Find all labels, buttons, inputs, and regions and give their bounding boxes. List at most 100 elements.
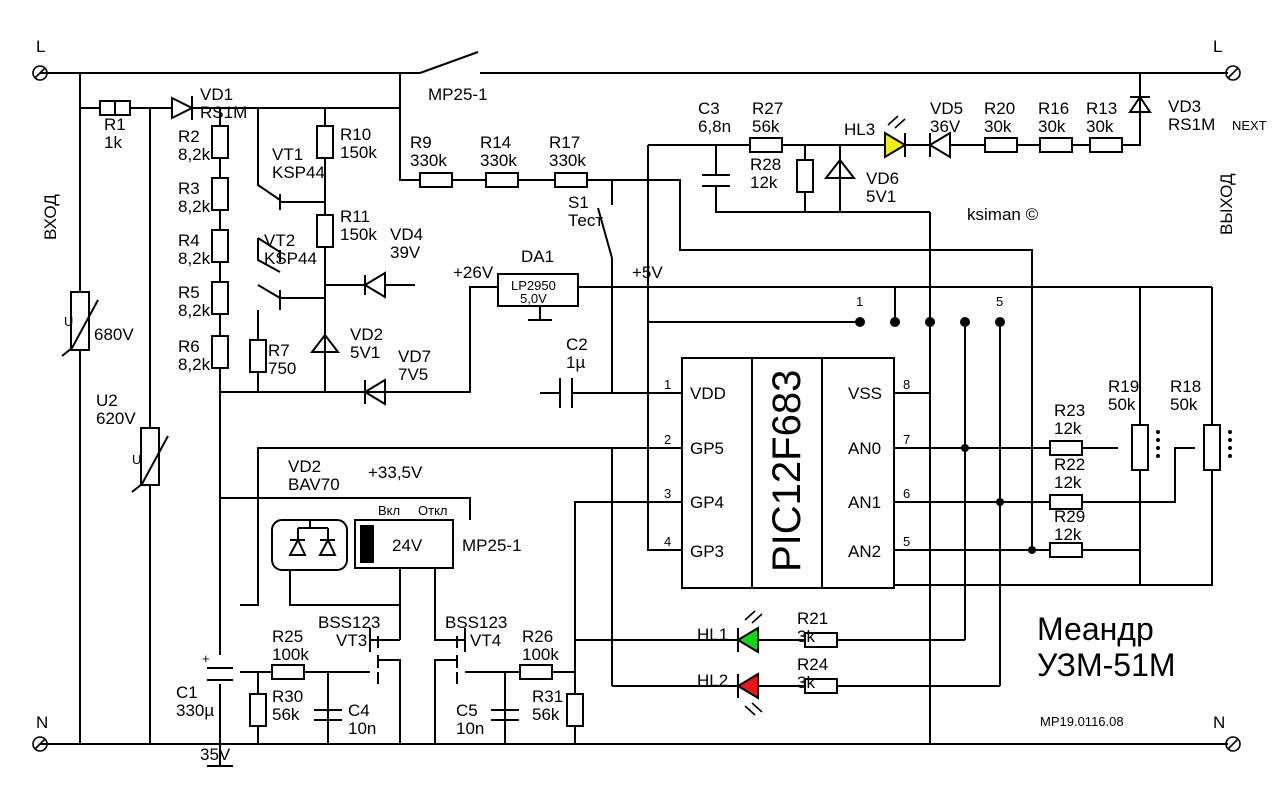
pin-num: 3 bbox=[664, 486, 671, 501]
ic-name: PIC12F683 bbox=[765, 370, 809, 572]
jumper-row[interactable] bbox=[648, 287, 1005, 686]
jumper-1: 1 bbox=[856, 294, 863, 309]
hl3-chain bbox=[647, 73, 1152, 744]
pin-num: 6 bbox=[903, 486, 910, 501]
terminal-l-out: L bbox=[1213, 37, 1222, 56]
label-u1: 680V bbox=[94, 325, 134, 344]
c1-voltage: 35V bbox=[200, 745, 231, 764]
pin-name: GP5 bbox=[690, 439, 724, 458]
terminal-l-in: L bbox=[36, 37, 45, 56]
reg-part: LP2950 bbox=[511, 278, 556, 293]
next-label: NEXT bbox=[1232, 118, 1267, 133]
rail-26v: +26V bbox=[453, 263, 494, 282]
varistor-u1 bbox=[61, 73, 99, 744]
pot-network bbox=[894, 287, 1232, 586]
jumper-5: 5 bbox=[996, 294, 1003, 309]
label-hl2: HL2 bbox=[697, 671, 728, 690]
rail-335v: +33,5V bbox=[368, 463, 423, 482]
doc-code: MP19.0116.08 bbox=[1040, 714, 1124, 729]
vt4-part: BSS123 bbox=[445, 613, 507, 632]
ic-pic12f683 bbox=[240, 357, 1100, 744]
label-hl3: HL3 bbox=[844, 120, 875, 139]
relay-off-label: Откл bbox=[418, 503, 448, 518]
title-line1: Меандр bbox=[1037, 611, 1154, 647]
varistor-u-symbol: U bbox=[64, 314, 73, 329]
relay-on-label: Вкл bbox=[378, 503, 400, 518]
hl1-led bbox=[575, 610, 965, 654]
svg-text:+: + bbox=[202, 651, 210, 666]
pin-num: 4 bbox=[664, 534, 671, 549]
pin-num: 2 bbox=[664, 432, 671, 447]
terminal-screws[interactable] bbox=[32, 65, 1241, 752]
pin-name: GP4 bbox=[690, 493, 724, 512]
bottom-rail-392: + bbox=[202, 286, 498, 767]
label-da1: DA1 bbox=[521, 247, 554, 266]
rail-5v: +5V bbox=[632, 263, 663, 282]
regulator-da1 bbox=[497, 273, 1212, 408]
hl3-led bbox=[884, 115, 907, 159]
relay-contact-label: MP25-1 bbox=[428, 85, 488, 104]
pin-num: 8 bbox=[903, 377, 910, 392]
vt3-ref: VT3 bbox=[336, 631, 367, 650]
pin-num: 5 bbox=[903, 534, 910, 549]
pin-name: VDD bbox=[690, 384, 726, 403]
varistor-u-symbol: U bbox=[132, 452, 141, 467]
hl2-led bbox=[612, 672, 1000, 716]
pin-num: 7 bbox=[903, 432, 910, 447]
r9-r14-r17 bbox=[418, 172, 1033, 550]
relay-coil-label: 24V bbox=[392, 536, 423, 555]
terminal-n-in: N bbox=[36, 713, 48, 732]
title-line2: УЗМ-51М bbox=[1037, 647, 1176, 683]
varistor-u2 bbox=[131, 108, 169, 744]
terminal-n-out: N bbox=[1213, 713, 1225, 732]
reg-volt: 5,0V bbox=[520, 291, 547, 306]
relay-name-label: MP25-1 bbox=[462, 536, 522, 555]
vt1-vt2 bbox=[249, 108, 415, 406]
vt3-part: BSS123 bbox=[318, 613, 380, 632]
pin-name: VSS bbox=[848, 384, 882, 403]
divider-r2-r6 bbox=[211, 108, 229, 392]
pin-name: AN2 bbox=[848, 542, 881, 561]
pin-name: AN1 bbox=[848, 493, 881, 512]
output-label: ВЫХОД bbox=[1217, 173, 1236, 235]
pin-name: AN0 bbox=[848, 439, 881, 458]
label-hl1: HL1 bbox=[697, 625, 728, 644]
